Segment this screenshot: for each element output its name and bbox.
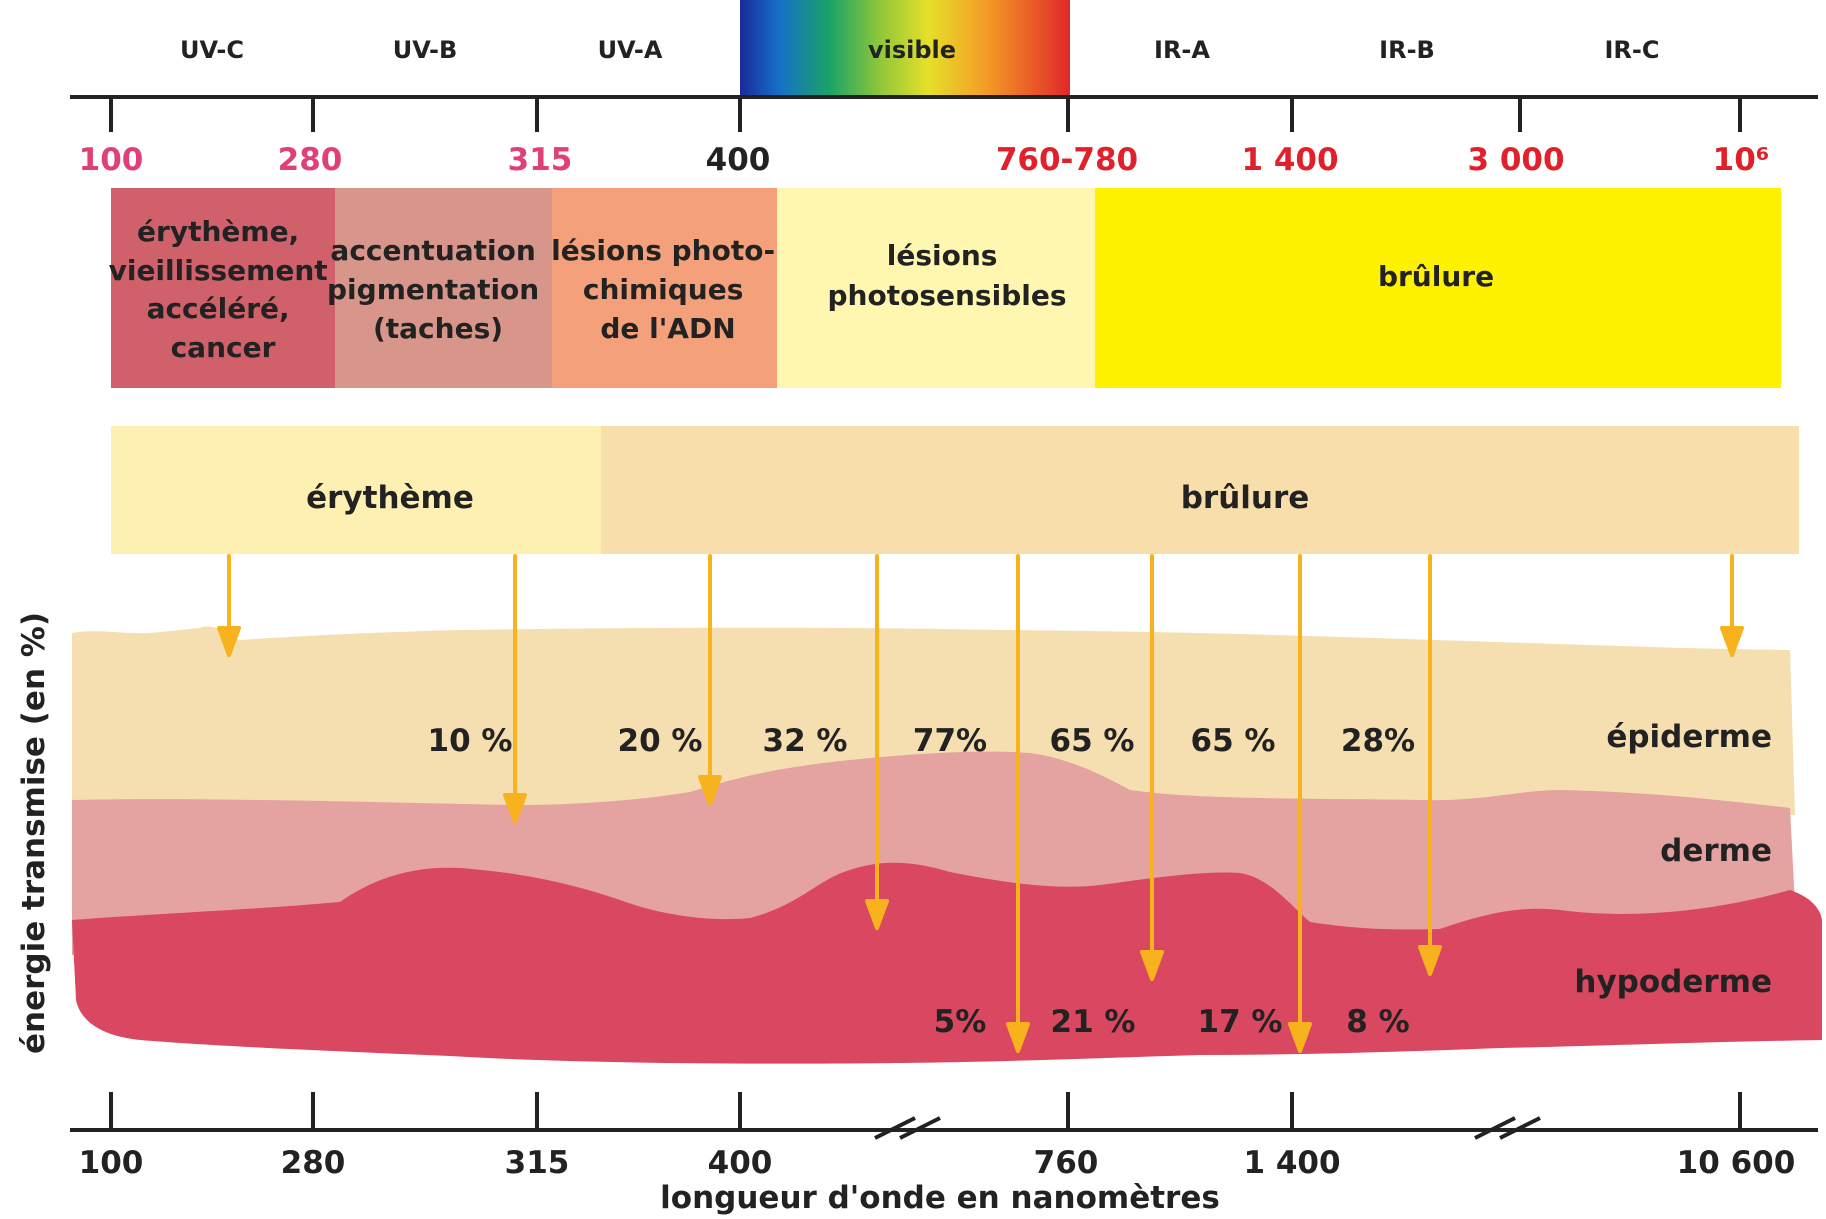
- arrow-uvb: [503, 554, 527, 824]
- bottom-tick-280: 280: [281, 1145, 346, 1181]
- axis-break-1: [874, 1116, 941, 1140]
- arrow-ira: [1140, 554, 1164, 981]
- top-axis-ticks: [109, 97, 1742, 132]
- effect-box-uva: [552, 188, 777, 388]
- x-axis-title: longueur d'onde en nanomètres: [660, 1180, 1220, 1216]
- top-tick-10e6: 10⁶: [1713, 142, 1770, 178]
- bottom-axis-ticks: [109, 1092, 1742, 1130]
- layer-label-epidermis: épiderme: [1606, 719, 1772, 755]
- penetration-arrows: [217, 554, 1744, 1053]
- effect-text-uvc: érythème, vieillissement accéléré, cance…: [109, 215, 338, 364]
- arrow-visible-1: [865, 554, 889, 930]
- skin-effect-burn-box: [601, 426, 1799, 554]
- arrow-uvc: [217, 554, 241, 657]
- effects-band: [111, 188, 1781, 388]
- visible-spectrum-band: [740, 0, 1070, 96]
- transmission-pct-irb: 28%: [1341, 723, 1415, 759]
- layer-label-hypodermis: hypoderme: [1574, 964, 1772, 1000]
- effect-text-uvb: accentuation pigmentation (taches): [327, 234, 549, 345]
- effect-box-uvc: [111, 188, 335, 388]
- skin-effect-burn-label: brûlure: [1181, 480, 1310, 516]
- arrow-uva: [698, 554, 722, 806]
- transmission-pct-ira-1: 65 %: [1050, 723, 1135, 759]
- region-label-irb: IR-B: [1379, 36, 1435, 64]
- hypodermis-pct-1: 5%: [934, 1004, 987, 1040]
- top-tick-315: 315: [508, 142, 573, 178]
- top-tick-3000: 3 000: [1467, 142, 1564, 178]
- hypodermis-pct-4: 8 %: [1346, 1004, 1409, 1040]
- bottom-tick-315: 315: [505, 1145, 570, 1181]
- region-label-irc: IR-C: [1605, 36, 1660, 64]
- arrow-irb-1: [1288, 554, 1312, 1053]
- effect-box-ir: [1095, 188, 1781, 388]
- transmission-pct-ira-2: 65 %: [1191, 723, 1276, 759]
- top-tick-1400: 1 400: [1241, 142, 1338, 178]
- skin-effect-erythema-box: [111, 426, 601, 554]
- arrow-irb-2: [1418, 554, 1442, 976]
- epidermis-layer: [72, 626, 1795, 815]
- bottom-tick-1400: 1 400: [1243, 1145, 1340, 1181]
- region-label-visible: visible: [868, 36, 956, 64]
- transmission-pct-uva: 20 %: [618, 723, 703, 759]
- transmission-pct-uvb: 10 %: [428, 723, 513, 759]
- region-label-uvb: UV-B: [393, 36, 458, 64]
- effect-text-ir: brûlure: [1378, 260, 1494, 293]
- effect-box-visible: [777, 188, 1095, 388]
- hypodermis-pct-2: 21 %: [1051, 1004, 1136, 1040]
- arrow-visible-2: [1006, 554, 1030, 1053]
- top-tick-760-780: 760-780: [996, 142, 1138, 178]
- bottom-tick-100: 100: [79, 1145, 144, 1181]
- transmission-pct-visible-2: 77%: [913, 723, 987, 759]
- top-tick-280: 280: [278, 142, 343, 178]
- region-label-uvc: UV-C: [180, 36, 244, 64]
- effect-box-uvb: [335, 188, 552, 388]
- effect-text-uva: lésions photo- chimiques de l'ADN: [551, 234, 785, 345]
- bottom-tick-400: 400: [708, 1145, 773, 1181]
- top-tick-100: 100: [79, 142, 144, 178]
- bottom-tick-760: 760: [1034, 1145, 1099, 1181]
- hypodermis-layer: [72, 862, 1822, 1064]
- top-tick-400: 400: [706, 142, 771, 178]
- skin-effect-erythema-label: érythème: [306, 480, 474, 516]
- region-label-uva: UV-A: [598, 36, 663, 64]
- axis-break-2: [1474, 1116, 1541, 1140]
- layer-label-dermis: derme: [1660, 833, 1772, 869]
- effect-text-visible: lésions photosensibles: [828, 239, 1067, 312]
- transmission-pct-visible-1: 32 %: [763, 723, 848, 759]
- bottom-tick-10600: 10 600: [1677, 1145, 1796, 1181]
- region-label-ira: IR-A: [1154, 36, 1210, 64]
- y-axis-label: énergie transmise (en %): [16, 612, 52, 1054]
- hypodermis-pct-3: 17 %: [1198, 1004, 1283, 1040]
- arrow-irc: [1720, 554, 1744, 657]
